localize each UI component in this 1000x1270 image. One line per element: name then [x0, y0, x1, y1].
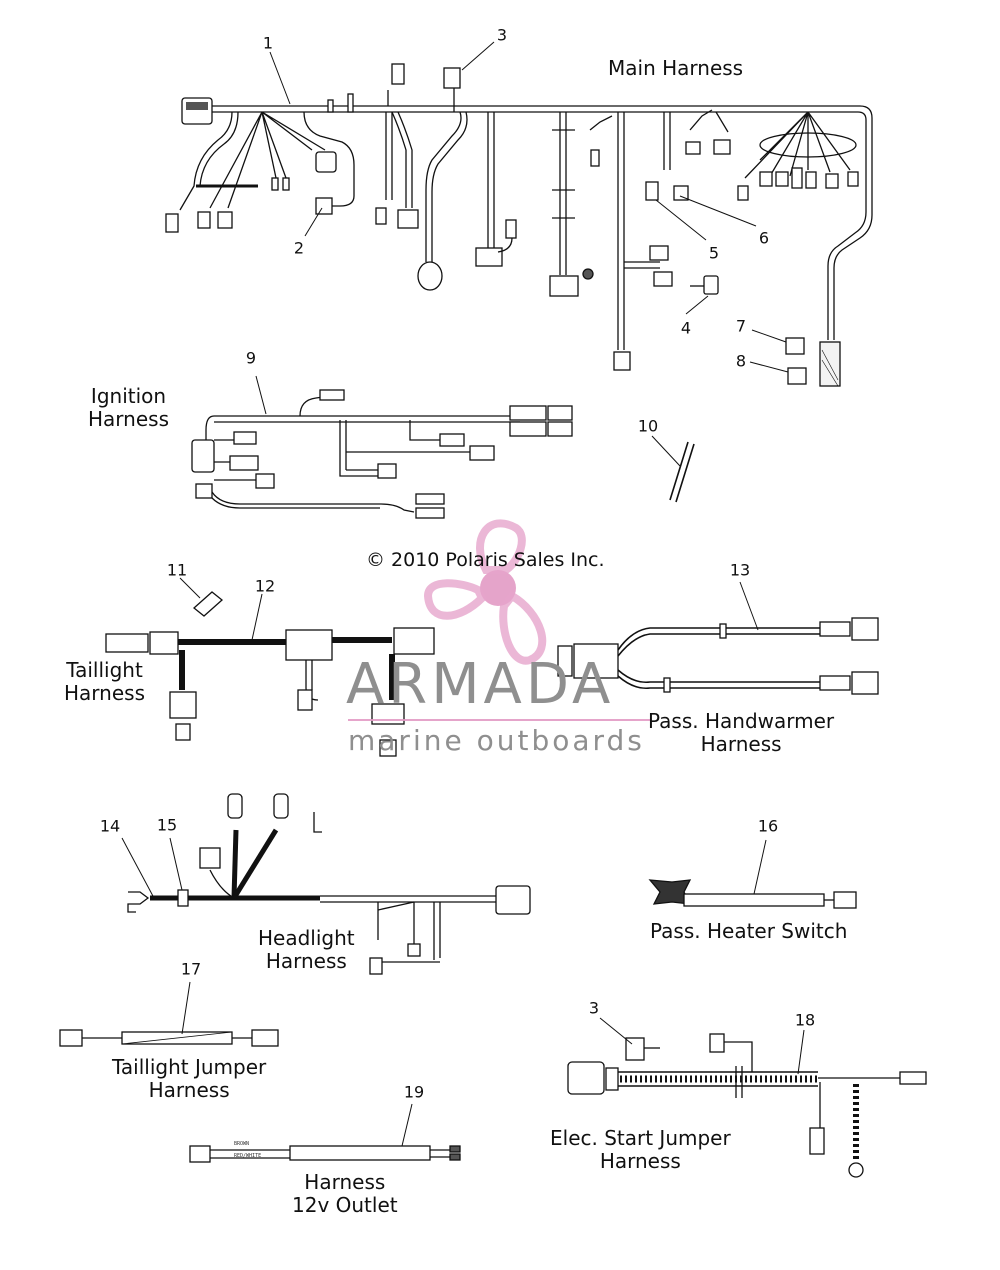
wire-tag-red-white: RED/WHITE [234, 1153, 262, 1159]
headlight-harness-drawing [127, 793, 531, 975]
callout-10: 10 [637, 416, 659, 436]
callout-14: 14 [99, 816, 121, 836]
taillight-label-line2: Harness [64, 681, 145, 705]
callout-7: 7 [735, 316, 747, 336]
taillight-label-line1: Taillight [66, 658, 143, 682]
ignition-harness-drawing [191, 389, 573, 519]
handwarmer-harness-label: Pass. Handwarmer Harness [648, 710, 834, 756]
callout-8: 8 [735, 351, 747, 371]
elec-start-line1: Elec. Start Jumper [550, 1126, 731, 1150]
handwarmer-label-line1: Pass. Handwarmer [648, 709, 835, 733]
taillight-harness-drawing [105, 591, 435, 757]
callout-3: 3 [496, 25, 508, 45]
taillight-jumper-drawing [59, 1029, 279, 1047]
taillight-jumper-line2: Harness [148, 1078, 230, 1102]
outlet-label-line1: Harness [304, 1170, 386, 1194]
callout-3-elec-start: 3 [588, 998, 600, 1018]
taillight-jumper-line1: Taillight Jumper [112, 1055, 267, 1079]
cable-tie-drawing [669, 441, 695, 503]
ignition-label-line2: Harness [88, 407, 169, 431]
handwarmer-label-line2: Harness [700, 732, 782, 756]
elec-start-label: Elec. Start Jumper Harness [550, 1127, 731, 1173]
watermark-logo [348, 519, 652, 721]
callout-9: 9 [245, 348, 257, 368]
callout-18: 18 [794, 1010, 816, 1030]
taillight-harness-label: Taillight Harness [64, 659, 145, 705]
callout-leaders [121, 41, 805, 1147]
watermark-brand: ARMADA [346, 652, 615, 717]
main-harness-label: Main Harness [608, 56, 744, 80]
heater-switch-drawing [648, 879, 857, 909]
callout-12: 12 [254, 576, 276, 596]
callout-17: 17 [180, 959, 202, 979]
callout-11: 11 [166, 560, 188, 580]
callout-13: 13 [729, 560, 751, 580]
callout-16: 16 [757, 816, 779, 836]
callout-4: 4 [680, 318, 692, 338]
headlight-label-line1: Headlight [258, 926, 355, 950]
main-harness-drawing [165, 63, 873, 387]
handwarmer-harness-drawing [557, 617, 879, 695]
headlight-label-line2: Harness [265, 949, 347, 973]
taillight-jumper-label: Taillight Jumper Harness [112, 1056, 266, 1102]
elec-start-line2: Harness [599, 1149, 681, 1173]
callout-19: 19 [403, 1082, 425, 1102]
callout-15: 15 [156, 815, 178, 835]
callout-5: 5 [708, 243, 720, 263]
watermark-tagline: marine outboards [348, 724, 645, 757]
ignition-label-line1: Ignition [90, 384, 167, 408]
outlet-label-line2: 12v Outlet [292, 1193, 398, 1217]
callout-6: 6 [758, 228, 770, 248]
heater-switch-label: Pass. Heater Switch [650, 919, 848, 943]
callout-1: 1 [262, 33, 274, 53]
headlight-harness-label: Headlight Harness [258, 927, 355, 973]
ignition-harness-label: Ignition Harness [88, 385, 169, 431]
outlet-harness-drawing [189, 1145, 461, 1163]
callout-2: 2 [293, 238, 305, 258]
outlet-harness-label: Harness 12v Outlet [292, 1171, 398, 1217]
copyright-text: © 2010 Polaris Sales Inc. [366, 549, 605, 571]
elec-start-jumper-drawing [567, 1033, 927, 1178]
wire-tag-brown: BROWN [234, 1141, 250, 1147]
